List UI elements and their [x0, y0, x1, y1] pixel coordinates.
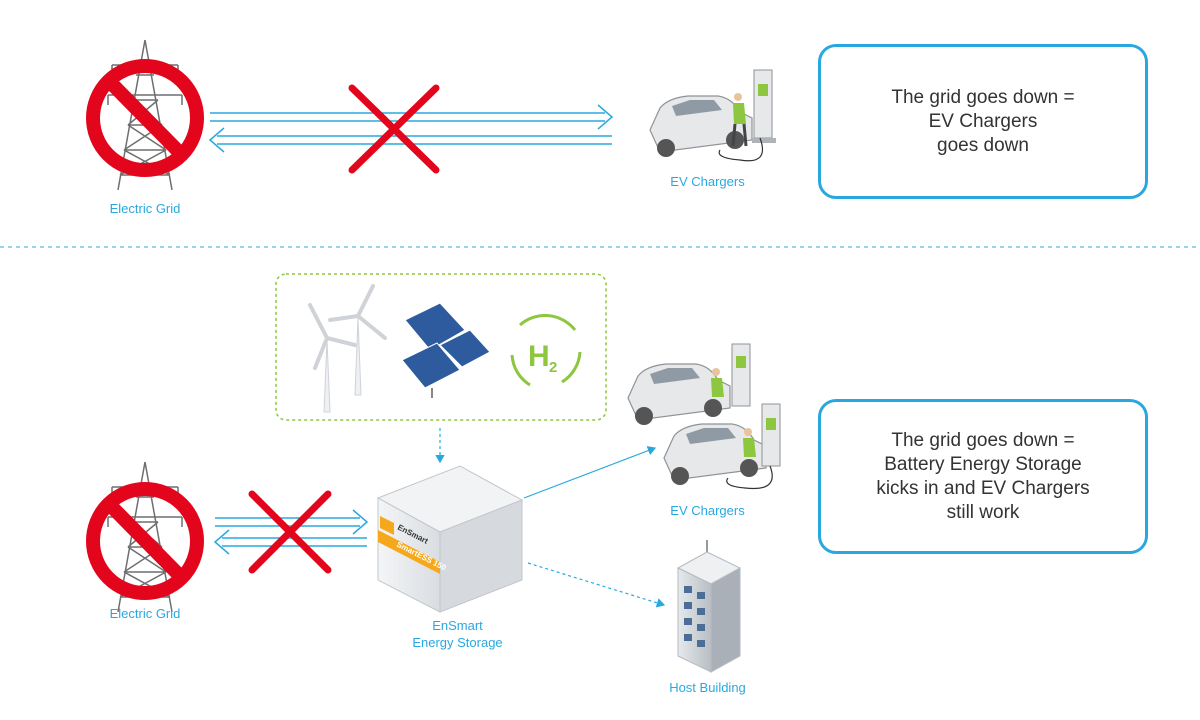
info-line: still work [946, 501, 1020, 523]
grid-connection-arrows [208, 104, 614, 153]
disconnected-cross-icon [348, 84, 440, 174]
hydrogen-icon: H 2 [510, 314, 582, 387]
building-icon [676, 540, 742, 673]
ev-chargers-label: EV Chargers [670, 503, 745, 518]
storage-to-chargers-arrow [523, 446, 657, 499]
info-line: Battery Energy Storage [884, 453, 1082, 475]
solar-panel-icon [401, 302, 491, 398]
storage-label-line: EnSmart [432, 618, 483, 633]
hydrogen-subscript: 2 [549, 359, 557, 376]
disconnected-cross-icon [248, 490, 332, 574]
info-line: kicks in and EV Chargers [876, 477, 1090, 499]
info-line: EV Chargers [928, 110, 1038, 132]
energy-storage-unit-icon: EnSmart SmartESS 150 [376, 465, 524, 613]
ev-chargers-label: EV Chargers [670, 174, 745, 189]
storage-to-building-arrow [527, 562, 666, 608]
ev-charger-icon [649, 69, 776, 162]
ev-charger-icon [627, 343, 751, 425]
storage-label-line: Energy Storage [412, 635, 503, 650]
info-line: The grid goes down = [891, 429, 1075, 451]
grid-connection-arrows [213, 509, 369, 555]
prohibited-sign-icon [86, 59, 204, 177]
ev-charger-icon [663, 403, 781, 490]
electric-grid-label: Electric Grid [109, 606, 181, 621]
host-building-label: Host Building [669, 680, 746, 695]
info-line: goes down [937, 134, 1029, 156]
hydrogen-symbol: H [528, 340, 550, 373]
storage-label: EnSmart Energy Storage [395, 617, 520, 651]
electric-grid-label: Electric Grid [109, 201, 181, 216]
prohibited-sign-icon [86, 482, 204, 600]
wind-turbine-icon [308, 284, 387, 413]
info-box-grid-down: The grid goes down = EV Chargers goes do… [818, 44, 1148, 199]
info-line: The grid goes down = [891, 86, 1075, 108]
info-box-storage-backup: The grid goes down = Battery Energy Stor… [818, 399, 1148, 554]
